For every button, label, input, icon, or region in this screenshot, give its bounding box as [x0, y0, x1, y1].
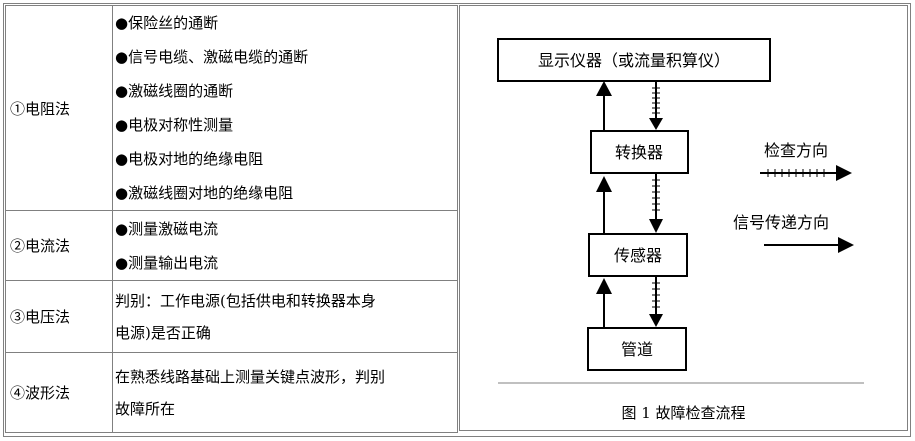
- method-items: ●测量激磁电流 ●测量输出电流: [112, 210, 458, 281]
- list-item: ●电极对称性测量: [115, 116, 234, 134]
- list-item: ●激磁线圈对地的绝缘电阻: [115, 184, 294, 202]
- figure-caption: 图 1 故障检查流程: [621, 404, 746, 422]
- list-item: ●电极对地的绝缘电阻: [115, 150, 264, 168]
- page-frame: [3, 3, 911, 437]
- list-item: ●信号电缆、激磁电缆的通断: [115, 48, 309, 66]
- description-line: 电源)是否正确: [115, 323, 211, 342]
- pipe-label: 管道: [621, 340, 653, 359]
- method-name: ③电压法: [5, 280, 113, 353]
- method-name: ④波形法: [5, 352, 113, 433]
- bullet-icon: ●: [115, 184, 129, 202]
- bullet-icon: ●: [115, 219, 129, 238]
- method-name: ①电阻法: [5, 5, 113, 211]
- sensor-box: [588, 233, 688, 277]
- signal-arrows: [596, 81, 612, 328]
- table-row: ①电阻法 ●保险丝的通断 ●信号电缆、激磁电缆的通断 ●激磁线圈的通断 ●电极对…: [5, 5, 458, 211]
- legend-signal-arrow: [764, 237, 854, 253]
- bullet-icon: ●: [115, 116, 129, 134]
- method-description: 判别：工作电源(包括供电和转换器本身 电源)是否正确: [112, 280, 458, 353]
- description-line: 判别：工作电源(包括供电和转换器本身: [115, 291, 376, 310]
- bullet-icon: ●: [115, 48, 129, 66]
- legend-check-direction-label: 检查方向: [764, 141, 828, 160]
- method-name: ②电流法: [5, 210, 113, 281]
- converter-box: [590, 130, 689, 174]
- table-row: ④波形法 在熟悉线路基础上测量关键点波形，判别 故障所在: [5, 352, 458, 433]
- description-line: 在熟悉线路基础上测量关键点波形，判别: [115, 367, 386, 386]
- pipe-box: [587, 327, 687, 371]
- bullet-icon: ●: [115, 253, 129, 272]
- list-item: ●保险丝的通断: [115, 14, 219, 32]
- bullet-icon: ●: [115, 82, 129, 100]
- list-item: ●测量激磁电流: [115, 219, 219, 238]
- list-item: ●测量输出电流: [115, 253, 219, 272]
- method-description: 在熟悉线路基础上测量关键点波形，判别 故障所在: [112, 352, 458, 433]
- bullet-icon: ●: [115, 150, 129, 168]
- converter-label: 转换器: [615, 143, 663, 162]
- legend-signal-direction-label: 信号传递方向: [733, 213, 829, 232]
- display-instrument-label: 显示仪器（或流量积算仪）: [538, 51, 730, 70]
- display-instrument-box: [497, 38, 771, 82]
- check-arrows: [649, 82, 663, 327]
- list-item: ●激磁线圈的通断: [115, 82, 234, 100]
- fault-methods-table: ①电阻法 ●保险丝的通断 ●信号电缆、激磁电缆的通断 ●激磁线圈的通断 ●电极对…: [5, 5, 458, 433]
- description-line: 故障所在: [115, 399, 176, 418]
- flow-figure: 显示仪器（或流量积算仪） 转换器 传感器 管道: [459, 5, 908, 431]
- method-items: ●保险丝的通断 ●信号电缆、激磁电缆的通断 ●激磁线圈的通断 ●电极对称性测量 …: [112, 5, 458, 211]
- bullet-icon: ●: [115, 14, 129, 32]
- fault-check-flow-diagram: 显示仪器（或流量积算仪） 转换器 传感器 管道: [497, 38, 864, 384]
- sensor-label: 传感器: [614, 246, 662, 265]
- table-row: ③电压法 判别：工作电源(包括供电和转换器本身 电源)是否正确: [5, 280, 458, 353]
- table-row: ②电流法 ●测量激磁电流 ●测量输出电流: [5, 210, 458, 281]
- legend-check-arrow: [760, 165, 852, 181]
